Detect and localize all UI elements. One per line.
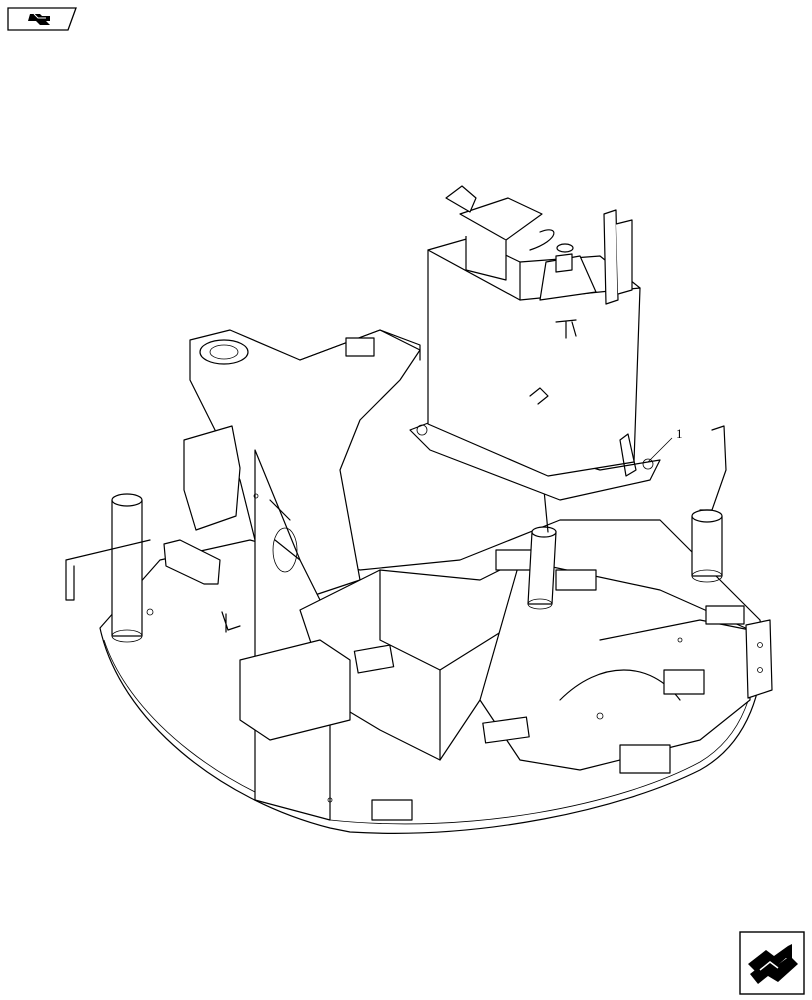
callout-label-1: 1 xyxy=(676,426,683,441)
previous-page-arrow-icon xyxy=(7,7,77,31)
right-support-post xyxy=(691,515,723,577)
next-page-badge[interactable] xyxy=(738,930,806,996)
boom-pivot-boss xyxy=(199,339,249,365)
next-page-arrow-icon xyxy=(739,931,805,995)
previous-page-badge[interactable] xyxy=(6,6,78,32)
left-support-post xyxy=(111,499,143,637)
drain-pipe xyxy=(527,531,557,605)
callout-leader xyxy=(647,437,673,463)
tank-assembly xyxy=(409,185,661,501)
